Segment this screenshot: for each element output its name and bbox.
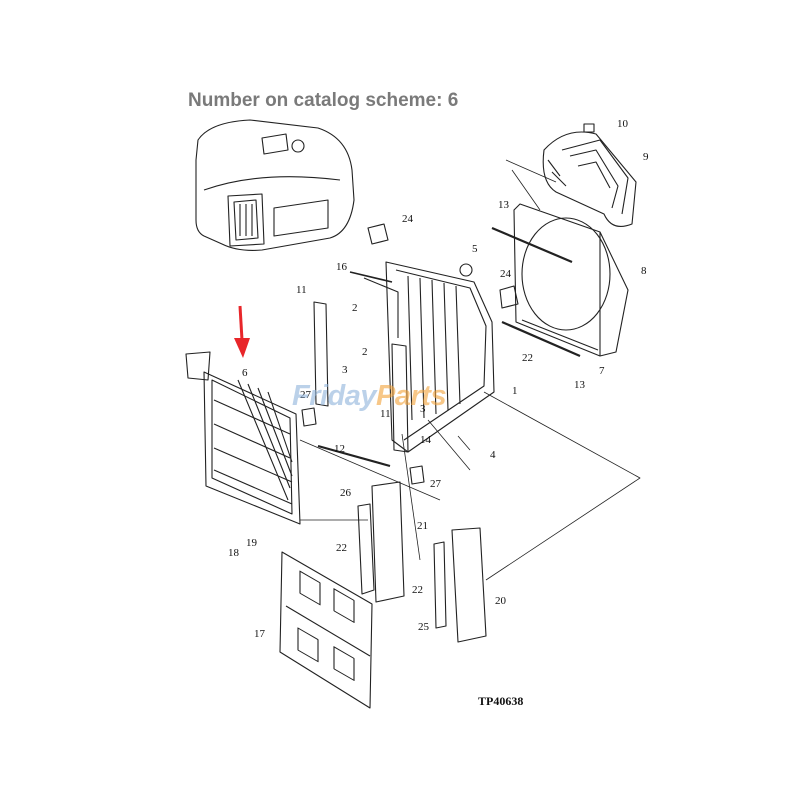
support-bars — [313, 301, 409, 468]
catalog-scheme-heading: Number on catalog scheme: 6 — [188, 90, 459, 111]
connection-lines — [299, 159, 641, 581]
callout-2: 2 — [362, 346, 368, 358]
callout-4: 4 — [490, 449, 496, 461]
small-blocks — [301, 223, 519, 485]
front-screen — [279, 551, 373, 709]
callout-19: 19 — [246, 537, 258, 549]
callout-25: 25 — [418, 621, 430, 633]
fan-shroud — [491, 203, 629, 358]
callout-5: 5 — [472, 243, 478, 255]
callout-24: 24 — [402, 213, 414, 225]
callout-2: 2 — [352, 302, 358, 314]
callout-20: 20 — [495, 595, 507, 607]
watermark-part2: Parts — [376, 380, 447, 412]
callout-18: 18 — [228, 547, 240, 559]
callout-3: 3 — [342, 364, 348, 376]
callout-27: 27 — [430, 478, 442, 490]
oil-cooler — [185, 351, 301, 525]
callout-11: 11 — [380, 408, 391, 420]
callout-22: 22 — [336, 542, 347, 554]
callout-16: 16 — [336, 261, 348, 273]
callout-8: 8 — [641, 265, 647, 277]
callout-26: 26 — [340, 487, 352, 499]
fan-guard — [542, 123, 637, 227]
radiator-core — [349, 261, 495, 453]
red-arrow — [234, 305, 250, 358]
callout-22: 22 — [412, 584, 423, 596]
callout-21: 21 — [417, 520, 428, 532]
callout-1: 1 — [512, 385, 518, 397]
figure-code: TP40638 — [478, 694, 523, 708]
callout-14: 14 — [420, 434, 432, 446]
callout-9: 9 — [643, 151, 649, 163]
brackets — [357, 481, 487, 643]
callout-6: 6 — [242, 367, 248, 379]
callout-24: 24 — [500, 268, 512, 280]
callout-22: 22 — [522, 352, 533, 364]
engine-hood — [195, 119, 355, 251]
callout-17: 17 — [254, 628, 266, 640]
callout-12: 12 — [334, 443, 345, 455]
watermark-logo: FridayParts — [292, 380, 447, 413]
callout-7: 7 — [599, 365, 605, 377]
callout-27: 27 — [300, 389, 312, 401]
callout-10: 10 — [617, 118, 629, 130]
callout-13: 13 — [498, 199, 510, 211]
callout-3: 3 — [420, 403, 426, 415]
callout-13: 13 — [574, 379, 586, 391]
watermark-part1: Friday — [292, 380, 377, 412]
callout-11: 11 — [296, 284, 307, 296]
